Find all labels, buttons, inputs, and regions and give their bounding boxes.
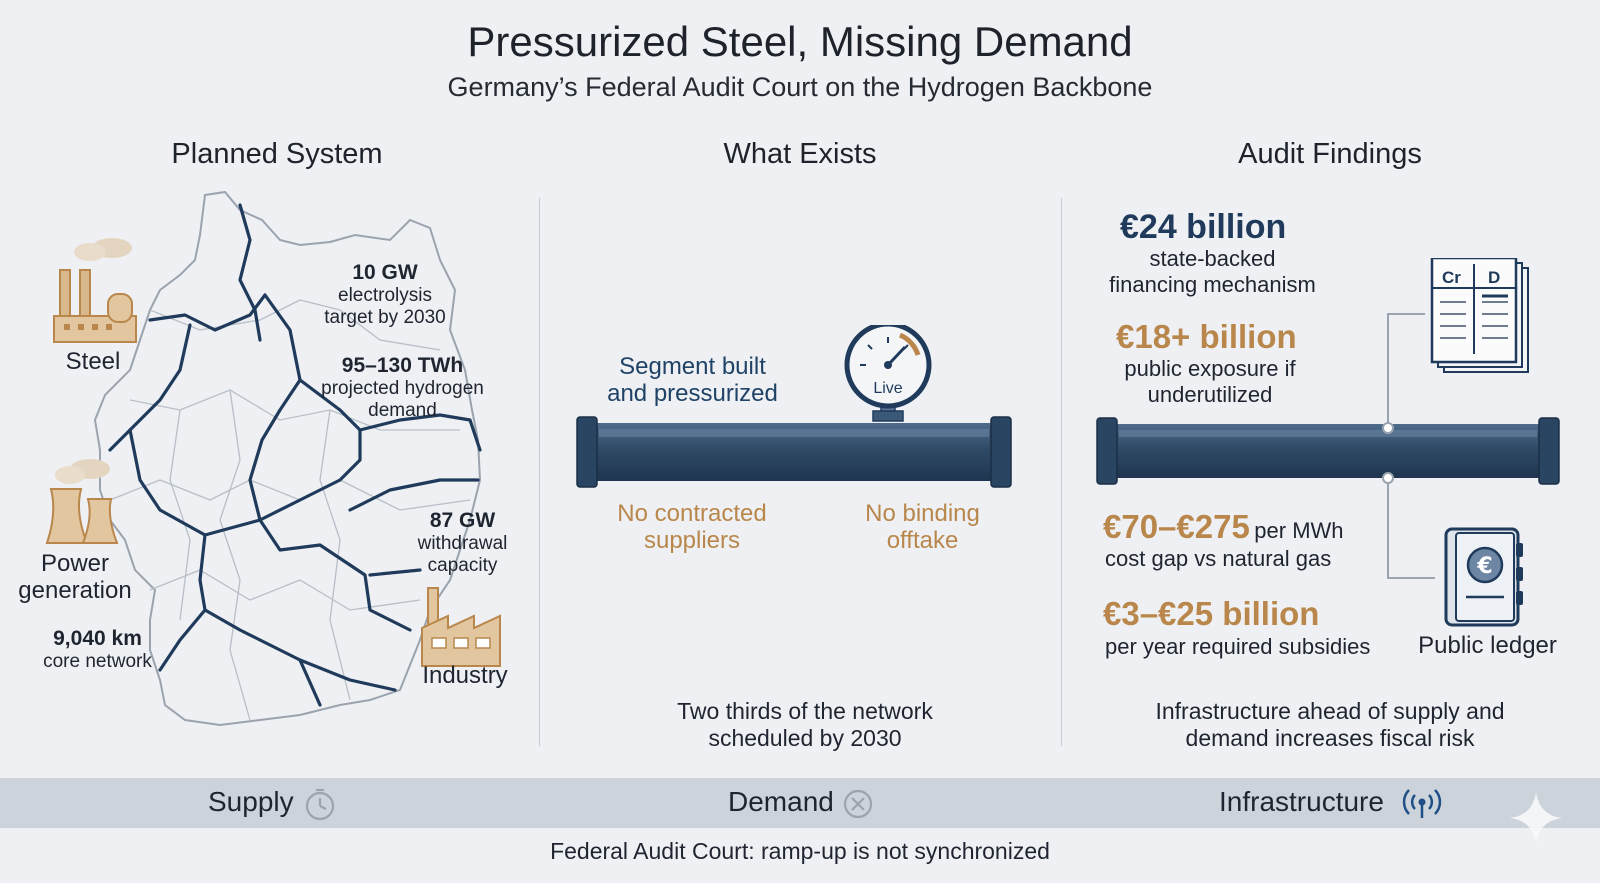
stat-withdrawal-line1: withdrawal xyxy=(417,533,508,554)
footer-demand: Demand xyxy=(728,786,834,818)
stat-withdrawal-line2: capacity xyxy=(427,555,498,576)
credit-debit-ledger-icon xyxy=(1430,258,1529,373)
stat-hydrogen-line2: demand xyxy=(368,400,437,421)
public-ledger-label: Public ledger xyxy=(1418,632,1557,659)
stat-electrolysis-value: 10 GW xyxy=(352,261,418,284)
finding-cost-gap-value: €70–€275 xyxy=(1103,508,1250,545)
pipeline-network xyxy=(108,203,482,707)
cross-circle-icon xyxy=(843,789,873,819)
no-suppliers-label: No contracted suppliers xyxy=(597,500,787,554)
public-ledger-book-icon: € xyxy=(1444,527,1523,627)
stat-hydrogen-demand: 95–130 TWh projected hydrogen demand xyxy=(305,355,500,422)
findings-note-line2: demand increases fiscal risk xyxy=(1185,725,1475,751)
audit-pipe-segment xyxy=(1096,313,1560,579)
footer-infrastructure: Infrastructure xyxy=(1219,786,1384,818)
gauge-live-label: Live xyxy=(873,380,903,397)
segment-label-line2: and pressurized xyxy=(607,380,778,407)
connector-lines xyxy=(1387,313,1435,579)
power-label-line2: generation xyxy=(18,577,132,604)
footer-supply: Supply xyxy=(208,786,294,818)
suppliers-line1: No contracted xyxy=(617,500,767,527)
findings-note: Infrastructure ahead of supply and deman… xyxy=(1120,698,1540,752)
column-header-planned: Planned System xyxy=(171,138,383,170)
segment-built-label: Segment built and pressurized xyxy=(585,353,800,407)
offtake-line1: No binding xyxy=(865,500,980,527)
column-header-exists: What Exists xyxy=(723,138,877,170)
power-label-line1: Power xyxy=(40,550,110,577)
finding-financing-value: €24 billion xyxy=(1120,208,1287,246)
stat-core-network-line1: core network xyxy=(43,651,152,672)
page-subtitle: Germany’s Federal Audit Court on the Hyd… xyxy=(447,72,1153,102)
industry-label: Industry xyxy=(422,662,508,689)
exists-note: Two thirds of the network scheduled by 2… xyxy=(620,698,990,752)
footer-supply-label: Supply xyxy=(208,786,294,817)
stat-withdrawal-capacity: 87 GW withdrawal capacity xyxy=(400,510,525,577)
finding-cost-gap-unit: per MWh xyxy=(1254,518,1344,543)
pressure-gauge-icon xyxy=(844,325,932,422)
finding-exposure-value: €18+ billion xyxy=(1116,318,1297,355)
finding-subsidies-value: €3–€25 billion xyxy=(1103,595,1320,632)
pressurized-pipe-segment xyxy=(576,325,1012,488)
stopwatch-icon xyxy=(305,788,335,821)
stat-electrolysis-line2: target by 2030 xyxy=(324,307,446,328)
finding-financing-desc: state-backed financing mechanism xyxy=(1095,246,1330,298)
footer-band xyxy=(0,778,1600,828)
ledger-cr-label: Cr xyxy=(1442,268,1461,287)
footer-infrastructure-label: Infrastructure xyxy=(1219,786,1384,817)
stat-electrolysis: 10 GW electrolysis target by 2030 xyxy=(305,262,465,329)
finding-cost-gap-desc: cost gap vs natural gas xyxy=(1105,546,1332,571)
footer-demand-label: Demand xyxy=(728,786,834,817)
finding-financing-line2: financing mechanism xyxy=(1109,272,1316,297)
stat-withdrawal-value: 87 GW xyxy=(429,509,496,532)
broadcast-signal-icon xyxy=(1402,789,1442,818)
power-plant-icon xyxy=(45,459,119,544)
steel-label: Steel xyxy=(65,348,121,375)
column-divider-right xyxy=(1061,198,1062,746)
stat-hydrogen-value: 95–130 TWh xyxy=(341,354,464,377)
ledger-d-label: D xyxy=(1488,268,1501,287)
stat-core-network: 9,040 km core network xyxy=(30,628,165,673)
exists-note-line2: scheduled by 2030 xyxy=(708,725,902,751)
steel-factory-icon xyxy=(53,238,137,343)
page-title: Pressurized Steel, Missing Demand xyxy=(467,18,1133,65)
industry-factory-icon xyxy=(421,587,501,667)
footer-note: Federal Audit Court: ramp-up is not sync… xyxy=(550,838,1050,864)
sparkle-icon xyxy=(1510,792,1562,844)
stat-core-network-value: 9,040 km xyxy=(53,627,142,650)
offtake-line2: offtake xyxy=(886,527,959,554)
finding-subsidies-desc: per year required subsidies xyxy=(1105,634,1371,659)
suppliers-line2: suppliers xyxy=(643,527,741,554)
column-header-findings: Audit Findings xyxy=(1238,138,1422,170)
stat-electrolysis-line1: electrolysis xyxy=(338,285,432,306)
exists-note-line1: Two thirds of the network xyxy=(677,698,933,724)
finding-cost-gap: €70–€275 per MWh xyxy=(1103,508,1344,546)
power-generation-label: Power generation xyxy=(5,550,145,604)
state-borders xyxy=(109,299,471,721)
segment-label-line1: Segment built xyxy=(619,353,766,380)
finding-exposure-desc: public exposure if underutilized xyxy=(1105,356,1315,408)
finding-exposure-line1: public exposure if xyxy=(1124,356,1296,381)
germany-network-map xyxy=(93,190,482,727)
finding-financing-line1: state-backed xyxy=(1149,246,1276,271)
svg-text:€: € xyxy=(1476,554,1492,579)
no-offtake-label: No binding offtake xyxy=(835,500,1010,554)
stat-hydrogen-line1: projected hydrogen xyxy=(321,378,484,399)
finding-exposure-line2: underutilized xyxy=(1147,382,1273,407)
findings-note-line1: Infrastructure ahead of supply and xyxy=(1155,698,1505,724)
column-divider-left xyxy=(539,198,540,746)
